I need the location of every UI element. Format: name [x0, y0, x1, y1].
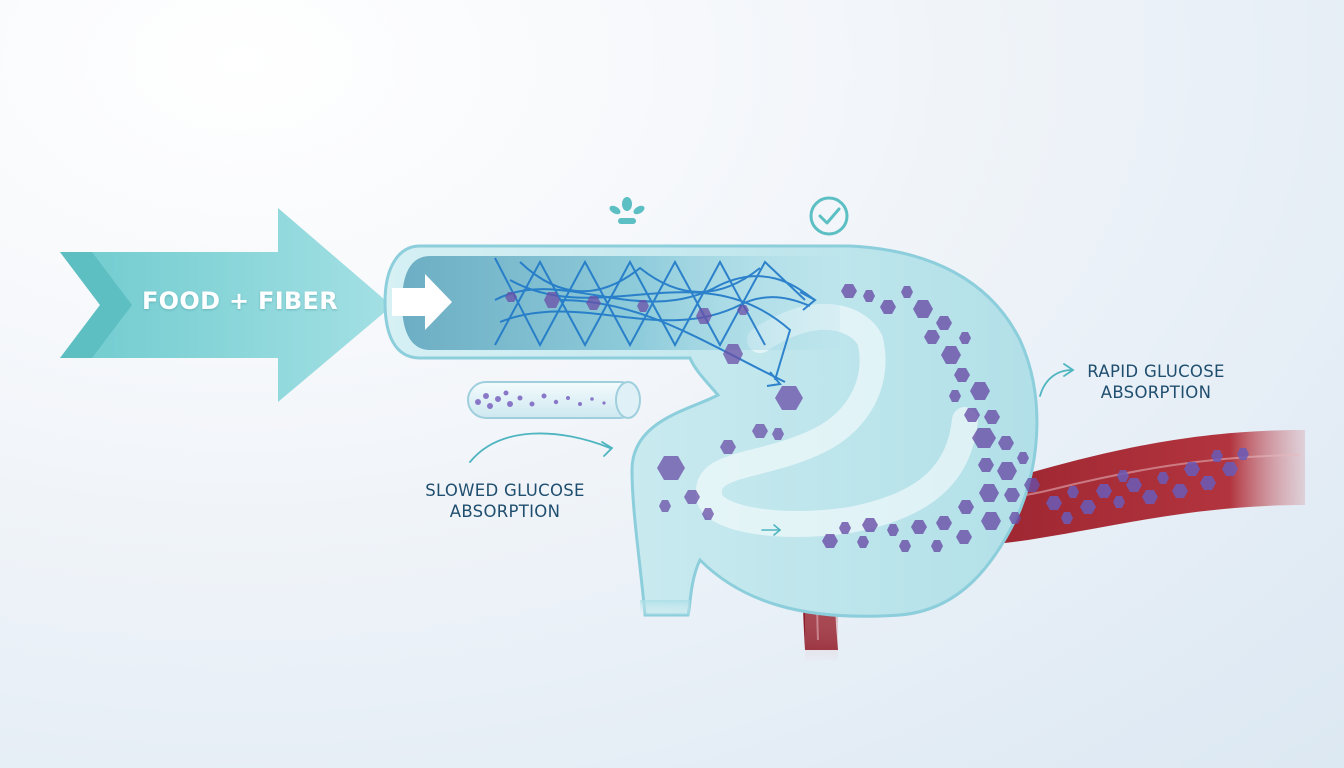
bloodstream-glucose — [1046, 448, 1249, 524]
rapid-label-line2: ABSORPTION — [1100, 383, 1212, 402]
rapid-label-line1: RAPID GLUCOSE — [1087, 362, 1225, 381]
slowed-absorption-label: SLOWED GLUCOSE ABSORPTION — [395, 480, 615, 522]
food-fiber-arrow — [60, 208, 392, 402]
small-flow-arrow — [761, 524, 782, 536]
rapid-glucose — [822, 284, 1040, 552]
slowed-label-line1: SLOWED GLUCOSE — [425, 481, 585, 500]
slowed-absorption-arrow — [469, 432, 614, 463]
slowed-label-line2: ABSORPTION — [449, 502, 561, 521]
check-circle-icon — [809, 196, 849, 236]
slow-release-capsule — [467, 381, 641, 419]
rapid-absorption-arrow — [1039, 363, 1075, 397]
rapid-absorption-label: RAPID GLUCOSE ABSORPTION — [1066, 361, 1246, 403]
food-fiber-label: FOOD + FIBER — [141, 287, 339, 315]
entry-arrow-icon — [392, 274, 452, 330]
sprout-icon — [609, 197, 645, 224]
trapped-glucose — [505, 292, 803, 520]
